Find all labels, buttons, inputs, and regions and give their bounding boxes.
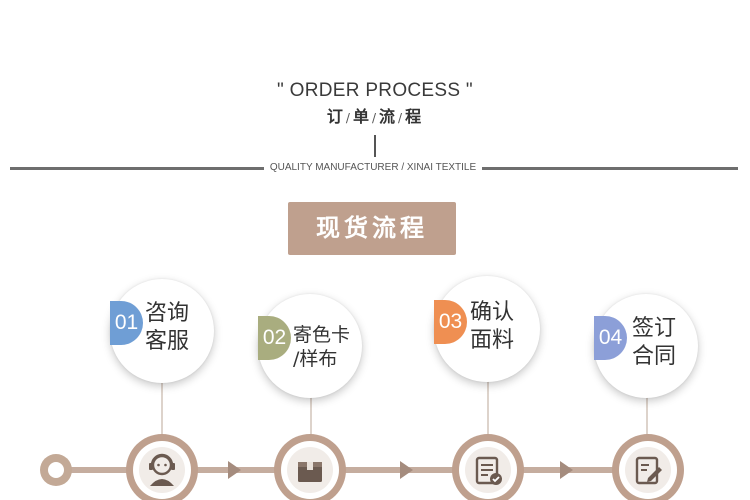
step-label-line: 咨询 (145, 301, 190, 326)
step-number-badge: 04 (594, 316, 627, 360)
step-label-line: 寄色卡 (293, 324, 351, 346)
step-number-badge: 01 (110, 301, 143, 345)
arrow-right-icon (560, 461, 573, 479)
step-03-icon-ring (452, 434, 524, 500)
connector-stem (161, 380, 163, 440)
tagline: QUALITY MANUFACTURER / XINAI TEXTILE (269, 162, 477, 173)
step-01-icon-ring (126, 434, 198, 500)
step-number-badge: 03 (434, 300, 467, 344)
connector-stem (646, 396, 648, 440)
package-box-icon (298, 462, 322, 482)
step-03-bubble: 03 确认 面料 (434, 276, 540, 382)
step-01-bubble: 01 咨询 客服 (110, 279, 214, 383)
step-label-line: 确认 (470, 300, 515, 325)
rule-right (482, 167, 738, 170)
step-label: 确认 面料 (470, 299, 514, 354)
section-label-button[interactable]: 现货流程 (288, 202, 456, 255)
page-header: " ORDER PROCESS " 订/单/流/程 (0, 78, 750, 129)
step-label: 寄色卡 /样布 (293, 324, 350, 372)
step-label: 咨询 客服 (145, 300, 189, 355)
arrow-right-icon (400, 461, 413, 479)
track-start-dot (40, 454, 72, 486)
step-label: 签订 合同 (632, 315, 676, 370)
rule-left (10, 167, 264, 170)
step-label-line: 面料 (470, 327, 515, 353)
tagline-row: QUALITY MANUFACTURER / XINAI TEXTILE (10, 160, 738, 176)
title-char: 流 (379, 107, 398, 126)
step-number-badge: 02 (258, 316, 291, 360)
connector-stem (310, 396, 312, 440)
title-char: 单 (352, 107, 371, 126)
title-divider-bar (374, 135, 376, 157)
step-label-line: 客服 (145, 328, 190, 354)
title-english: " ORDER PROCESS " (277, 80, 473, 101)
title-chinese: 订/单/流/程 (0, 106, 750, 129)
title-separator: / (398, 111, 405, 125)
title-char: 程 (405, 107, 424, 126)
step-04-bubble: 04 签订 合同 (594, 294, 698, 398)
arrow-right-icon (228, 461, 241, 479)
customer-service-icon (149, 453, 175, 486)
process-track (60, 467, 680, 473)
connector-stem (487, 378, 489, 440)
step-label-line: /样布 (293, 347, 338, 370)
title-separator: / (345, 111, 352, 125)
step-label-line: 签订 (632, 316, 677, 341)
title-separator: / (371, 111, 379, 125)
step-04-icon-ring (612, 434, 684, 500)
sign-contract-icon (635, 456, 662, 485)
step-02-bubble: 02 寄色卡 /样布 (258, 294, 362, 398)
checked-document-icon (475, 456, 502, 485)
title-char: 订 (326, 107, 345, 126)
step-02-icon-ring (274, 434, 346, 500)
step-label-line: 合同 (632, 343, 677, 369)
